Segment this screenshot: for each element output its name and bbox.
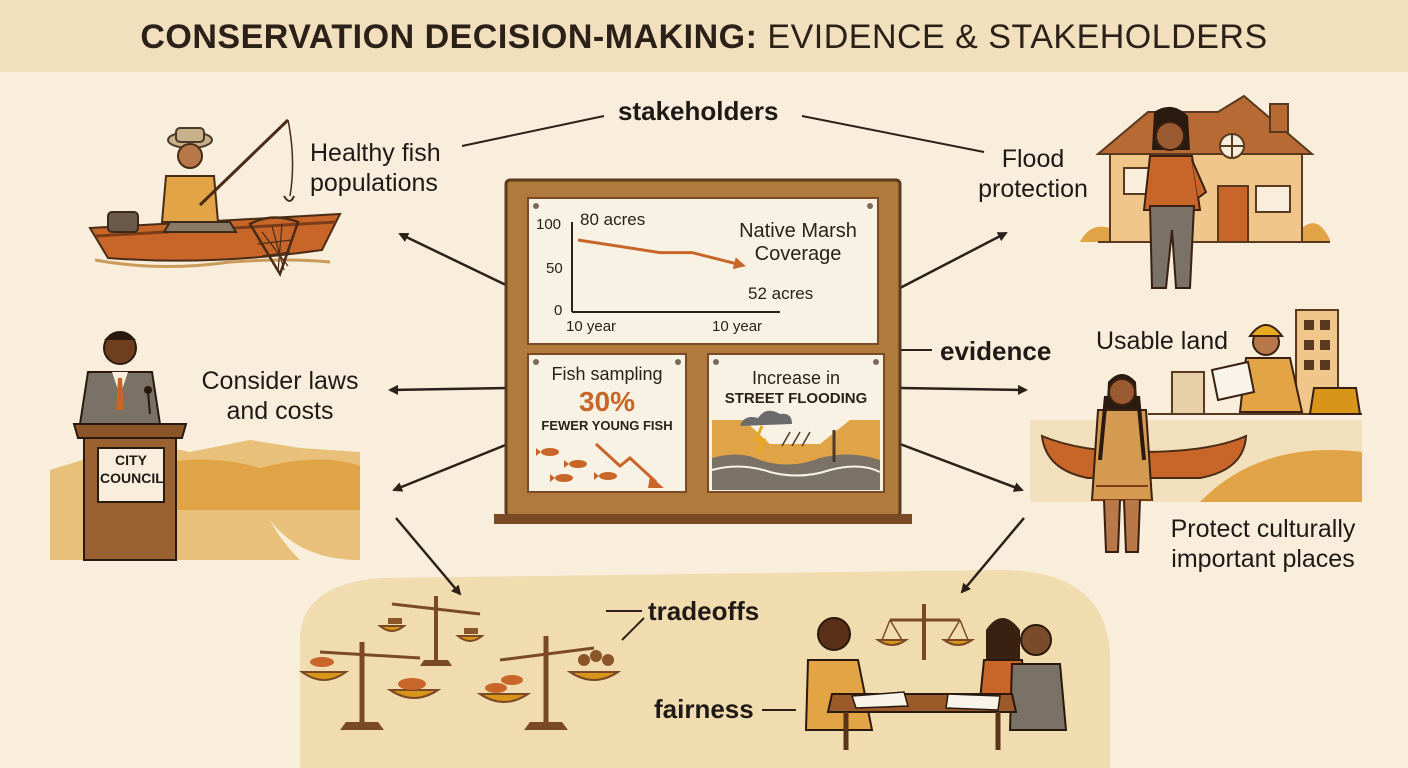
homeowner-need-line-1: Flood: [1001, 145, 1065, 173]
arrow-to-council: [388, 384, 509, 395]
arrow-to-homeowner: [899, 231, 1008, 290]
fish-caption: FEWER YOUNG FISH: [541, 418, 673, 433]
evidence-board: [494, 178, 912, 524]
flood-heading: Increase in: [751, 368, 841, 388]
developer-indigenous-illustration: [1030, 309, 1362, 553]
title-part2: EVIDENCE & STAKEHOLDERS: [767, 18, 1268, 56]
arrow-to-tradeoffs: [395, 517, 462, 596]
arrow-to-council-low: [392, 442, 509, 492]
marsh-title-line-1: Native Marsh: [739, 220, 857, 242]
marsh-start-label: 80 acres: [580, 210, 646, 229]
fish-stat: 30%: [578, 386, 636, 417]
evidence-label: evidence: [940, 336, 1052, 366]
council-need-label: Consider laws and costs: [190, 366, 370, 426]
homeowner-need-line-2: protection: [978, 175, 1088, 203]
arrow-to-developer: [899, 384, 1028, 395]
page-title: CONSERVATION DECISION-MAKING: EVIDENCE &…: [0, 18, 1408, 57]
x-tick-start: 10 year: [566, 318, 617, 335]
tradeoffs-label: tradeoffs: [648, 596, 760, 626]
marsh-title-line-2: Coverage: [754, 243, 842, 265]
indigenous-need-line-1: Protect culturally: [1170, 515, 1356, 543]
fisher-illustration: [88, 118, 342, 277]
stakeholders-label: stakeholders: [618, 96, 779, 126]
council-need-line-2: and costs: [226, 397, 334, 425]
y-tick-0: 0: [554, 302, 563, 319]
fairness-label: fairness: [654, 694, 754, 724]
title-bar: [0, 0, 1408, 72]
y-tick-100: 100: [536, 216, 562, 233]
council-illustration: [50, 331, 360, 561]
indigenous-need-line-2: important places: [1171, 545, 1355, 573]
fairness-meeting-art: [804, 604, 1068, 750]
arrow-to-fairness: [960, 517, 1025, 594]
council-sign-line-2: COUNCIL: [100, 469, 164, 486]
marsh-coverage-line: [577, 238, 743, 267]
fisher-need-line-2: populations: [310, 169, 438, 197]
flood-art: [711, 410, 881, 490]
council-need-line-1: Consider laws: [201, 367, 359, 395]
developer-need-label: Usable land: [1096, 327, 1229, 355]
arrow-to-fisher: [398, 232, 509, 288]
arrow-to-indigenous: [899, 442, 1024, 492]
stakeholders-line-right: [801, 115, 985, 153]
fish-heading: Fish sampling: [551, 364, 663, 384]
stakeholders-line-left: [461, 115, 605, 147]
indigenous-need-label: Protect culturally important places: [1158, 514, 1368, 574]
marsh-chart-title: Native Marsh Coverage: [722, 220, 874, 266]
tradeoffs-pointer: [621, 617, 645, 641]
y-tick-50: 50: [546, 260, 563, 277]
tradeoff-scales-art: [298, 596, 622, 730]
homeowner-illustration: [1080, 94, 1330, 289]
council-sign-line-1: CITY: [115, 452, 147, 468]
marsh-end-label: 52 acres: [748, 284, 814, 303]
flood-caption: STREET FLOODING: [724, 390, 868, 407]
marsh-line-arrowhead: [732, 257, 746, 270]
x-tick-end: 10 year: [712, 318, 763, 335]
homeowner-need-label: Flood protection: [968, 144, 1098, 204]
fish-decline-art: [536, 442, 664, 488]
fisher-need-line-1: Healthy fish: [310, 139, 441, 167]
title-part1: CONSERVATION DECISION-MAKING:: [140, 18, 758, 56]
council-sign: CITY COUNCIL: [100, 452, 164, 487]
fisher-need-label: Healthy fish populations: [310, 138, 441, 198]
